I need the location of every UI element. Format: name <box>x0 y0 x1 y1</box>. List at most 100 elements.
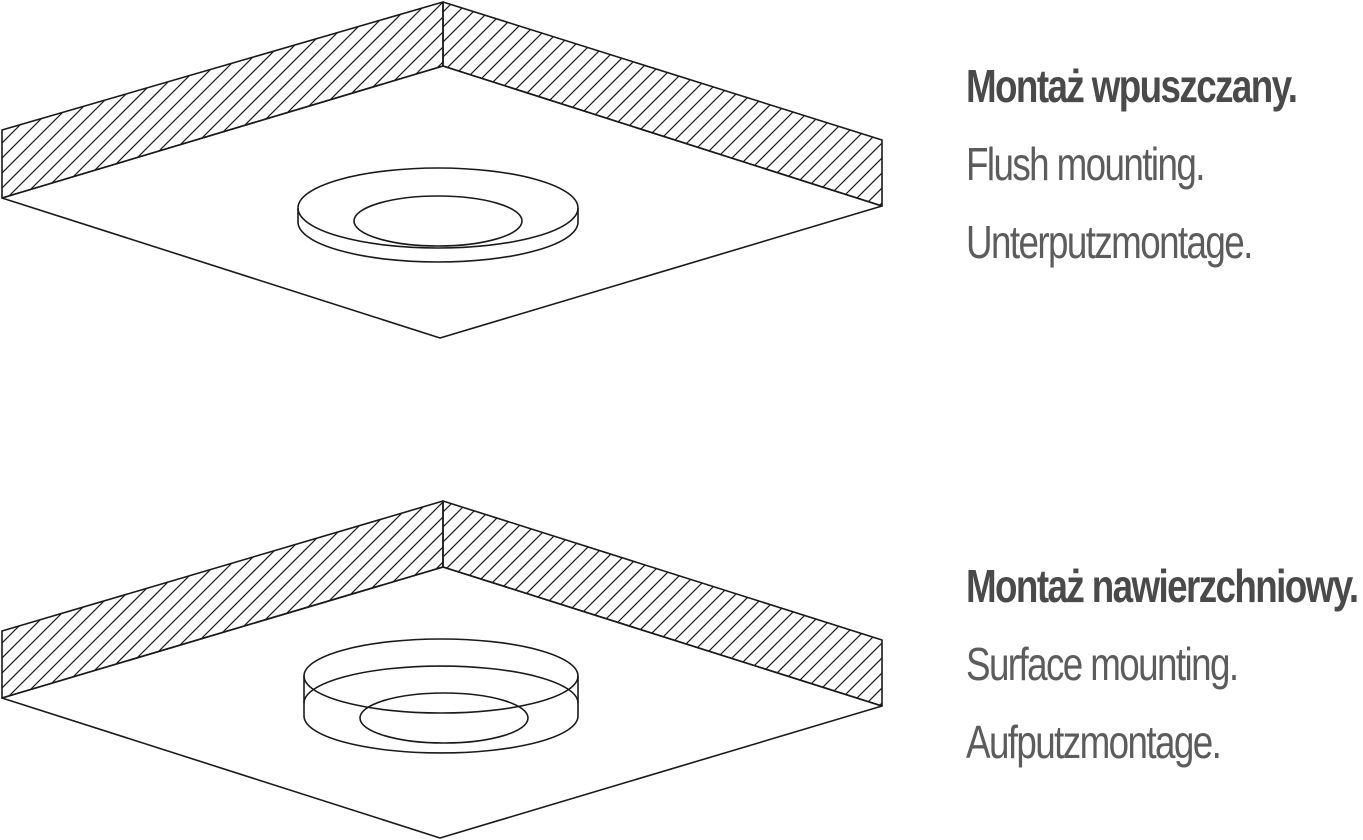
surface-mounting-english: Surface mounting. <box>966 638 1239 690</box>
hatch-line <box>2 2 146 198</box>
hatch-line <box>484 2 696 206</box>
hatch-line <box>34 2 236 198</box>
hatch-line <box>124 2 326 198</box>
hatch-line <box>34 501 238 698</box>
hatch-line <box>230 498 442 710</box>
hatch-line <box>169 501 373 698</box>
hatch-line <box>184 2 386 198</box>
recessed-luminaire <box>297 167 579 263</box>
hatch-line <box>769 2 882 206</box>
left-wall-outline <box>1 500 444 699</box>
hatch-line <box>2 2 26 198</box>
hatch-line <box>443 2 561 206</box>
hatch-line <box>649 2 861 206</box>
hatch-line <box>844 501 882 706</box>
luminaire-inner-ring <box>359 692 529 744</box>
hatch-line <box>229 501 433 698</box>
hatch-line <box>139 2 341 198</box>
hatch-line <box>139 501 343 698</box>
ceiling-surface <box>1 65 883 339</box>
hatch-line <box>799 2 882 206</box>
hatch-line <box>724 2 882 206</box>
hatch-line <box>443 2 486 206</box>
hatch-line <box>443 2 456 206</box>
hatch-line <box>244 501 443 698</box>
hatch-line <box>844 2 882 206</box>
left-wall-outline <box>1 1 444 199</box>
hatch-line <box>49 2 251 198</box>
hatch-line <box>2 2 176 198</box>
hatch-line <box>469 2 681 206</box>
hatch-line <box>829 2 882 206</box>
hatch-line <box>443 501 473 706</box>
hatch-line <box>94 501 298 698</box>
hatch-line <box>184 501 388 698</box>
hatch-line <box>814 501 882 706</box>
hatch-line <box>109 501 313 698</box>
hatch-line <box>574 2 786 206</box>
flush-mounting-caption: Montaż wpuszczany. Flush mounting. Unter… <box>966 58 1363 292</box>
hatch-line <box>443 2 501 206</box>
hatch-line <box>814 2 882 206</box>
hatch-line <box>214 2 416 198</box>
hatch-line <box>49 501 253 698</box>
hatch-line <box>443 2 621 206</box>
hatch-line <box>443 2 651 206</box>
hatch-line <box>443 2 606 206</box>
hatch-line <box>443 501 548 706</box>
hatch-line <box>274 2 443 198</box>
hatch-line <box>443 501 533 706</box>
hatch-line <box>694 2 882 206</box>
hatch-line <box>199 501 403 698</box>
hatch-line <box>154 2 356 198</box>
hatch-line <box>784 2 882 206</box>
hatch-line <box>259 2 443 198</box>
hatch-line <box>443 501 518 706</box>
hatch-line <box>634 2 846 206</box>
hatch-line <box>154 501 358 698</box>
hatch-line <box>443 2 591 206</box>
hatch-line <box>2 2 86 198</box>
ceiling-surface <box>1 566 883 839</box>
hatch-line <box>109 2 311 198</box>
hatch-line <box>443 2 576 206</box>
hatch-line <box>200 0 410 210</box>
hatch-line <box>169 2 371 198</box>
hatch-line <box>679 2 882 206</box>
hatch-line <box>2 501 88 698</box>
hatch-line <box>443 2 546 206</box>
hatch-line <box>514 2 726 206</box>
hatch-line <box>2 501 28 698</box>
hatch-line <box>443 2 531 206</box>
luminaire-body-side <box>303 676 579 754</box>
hatch-line <box>124 501 328 698</box>
hatch-line <box>754 2 882 206</box>
hatch-line <box>559 2 771 206</box>
hatch-line <box>199 2 401 198</box>
hatch-line <box>2 501 58 698</box>
flush-mounting-heading: Montaż wpuszczany. <box>966 60 1298 112</box>
hatch-line <box>443 501 503 706</box>
hatch-line <box>454 2 666 206</box>
surface-mounting-heading: Montaż nawierzchniowy. <box>966 560 1359 612</box>
hatch-line <box>364 501 443 698</box>
hatch-line <box>604 2 816 206</box>
hatch-line <box>334 2 443 198</box>
hatch-line <box>2 501 148 698</box>
hatch-line <box>784 501 882 706</box>
surface-mounting-german: Aufputzmontage. <box>966 716 1222 768</box>
luminaire-inner-ring <box>353 195 523 247</box>
hatch-line <box>230 0 440 210</box>
surface-luminaire <box>303 638 579 754</box>
hatch-line <box>200 498 412 710</box>
hatch-line <box>829 501 882 706</box>
hatch-line <box>4 501 208 698</box>
luminaire-diffuser-line <box>303 665 579 704</box>
hatch-line <box>443 2 516 206</box>
hatch-line <box>19 2 221 198</box>
hatch-line <box>289 501 443 698</box>
hatch-line <box>79 2 281 198</box>
hatch-line <box>349 2 443 198</box>
hatch-line <box>544 2 756 206</box>
